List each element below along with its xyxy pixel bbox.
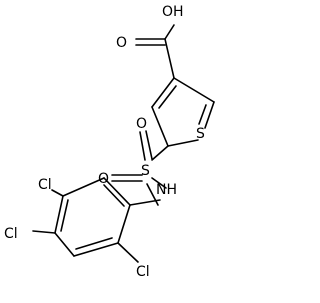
amine-label: NH <box>156 182 177 198</box>
bond-c4-c3 <box>151 77 175 108</box>
bond-c3-c4 <box>54 232 75 257</box>
thiophene-sulfur-label: S <box>196 126 205 142</box>
bonds <box>32 24 215 263</box>
bond-s-c5 <box>167 139 199 147</box>
bond-c1-c2 <box>117 204 131 244</box>
carbonyl-oxygen-label: O <box>116 35 127 51</box>
hydroxyl-label: OH <box>162 4 184 20</box>
bond-ring-inner-1 <box>75 237 113 250</box>
bond-c3-c2 <box>173 77 215 103</box>
bond-so2-o-top-2 <box>145 130 153 160</box>
sulfonyl-oxygen-top-label: O <box>136 116 147 132</box>
bond-c4-cl <box>32 230 56 234</box>
bond-nh-c1 <box>129 199 161 206</box>
bond-c2-cl <box>117 242 139 263</box>
chlorine-label-c: Cl <box>136 264 150 280</box>
bond-c5-cl <box>51 189 64 197</box>
chlorine-label-a: Cl <box>38 177 52 193</box>
molecule-canvas: OH O S S O O NH Cl Cl Cl <box>4 4 215 280</box>
bond-c5-so2 <box>151 145 169 161</box>
bond-c-ring <box>164 38 175 79</box>
bond-c6-c1 <box>103 177 131 206</box>
sulfonyl-sulfur-label: S <box>141 163 150 179</box>
sulfonyl-oxygen-bottom-label: O <box>98 171 109 187</box>
bond-so2-nh <box>151 177 167 189</box>
bond-ring-inner-2 <box>60 199 69 232</box>
chlorine-label-b: Cl <box>4 226 18 242</box>
bond-c2-c3 <box>73 242 119 257</box>
bond-c5-c6 <box>62 177 105 197</box>
bond-so2-nh-low <box>146 183 159 206</box>
bond-ring-inner-3 <box>103 184 125 207</box>
atom-labels: OH O S S O O NH Cl Cl Cl <box>4 4 205 280</box>
bond-c4-c5 <box>54 195 64 234</box>
bond-c4-c3-inner <box>158 85 177 109</box>
bond-so2-o-top <box>139 131 146 161</box>
bond-c2-s <box>204 101 215 129</box>
bond-c-oh <box>164 24 175 40</box>
structure-diagram: OH O S S O O NH Cl Cl Cl <box>4 4 215 280</box>
bond-c2-s-inner <box>198 104 207 125</box>
bond-c5-c4 <box>151 106 169 147</box>
